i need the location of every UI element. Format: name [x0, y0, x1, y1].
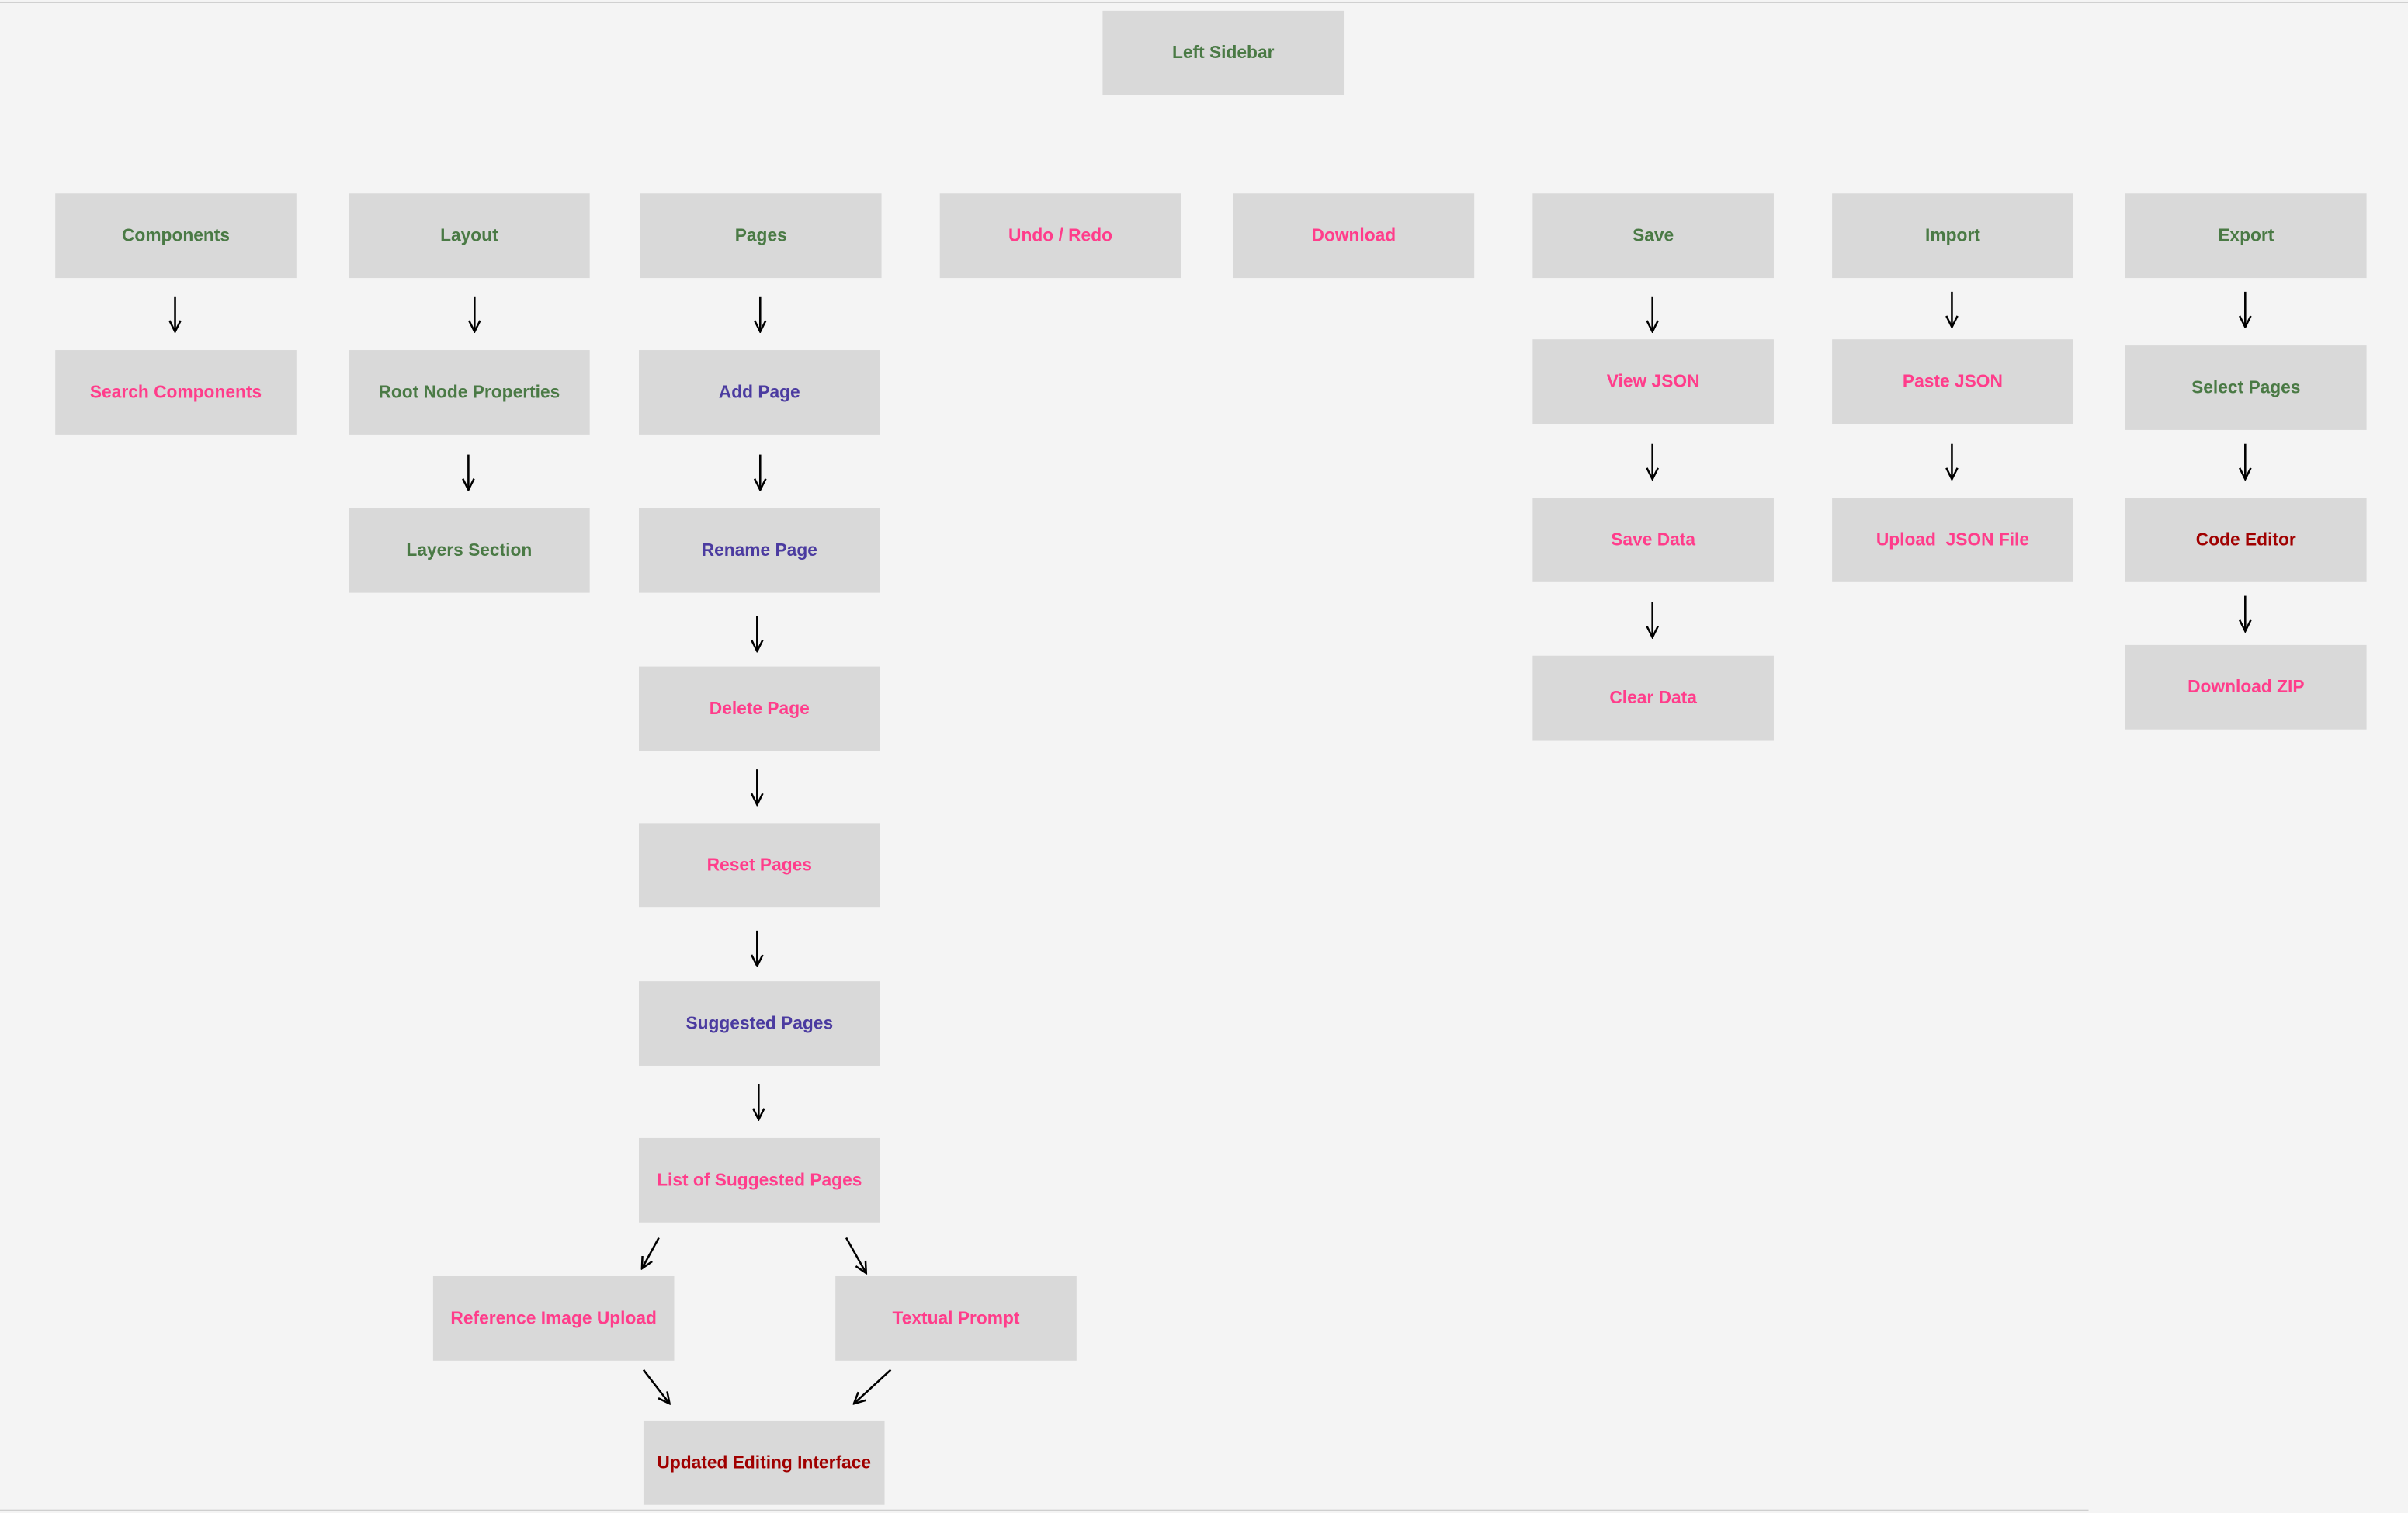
node-clear-data: Clear Data [1532, 655, 1774, 741]
bottom-divider [0, 1509, 2089, 1511]
node-search-components: Search Components [55, 350, 297, 435]
node-import: Import [1832, 193, 2073, 279]
node-download: Download [1233, 193, 1475, 279]
node-download-zip: Download ZIP [2125, 644, 2367, 730]
node-left-sidebar: Left Sidebar [1102, 10, 1345, 95]
node-undo-redo: Undo / Redo [939, 193, 1181, 279]
node-reference-image-upload: Reference Image Upload [432, 1275, 675, 1361]
node-add-page: Add Page [638, 350, 880, 435]
arrow-icon [642, 1369, 670, 1404]
node-reset-pages: Reset Pages [638, 823, 880, 908]
node-save: Save [1532, 193, 1774, 279]
top-divider [0, 1, 2408, 3]
node-layout: Layout [349, 193, 590, 279]
node-pages: Pages [640, 193, 882, 279]
node-suggested-pages: Suggested Pages [638, 981, 880, 1066]
node-layers-section: Layers Section [349, 508, 590, 593]
node-root-node-properties: Root Node Properties [349, 350, 590, 435]
node-updated-editing-interface: Updated Editing Interface [643, 1420, 885, 1505]
arrow-icon [642, 1237, 660, 1269]
node-paste-json: Paste JSON [1832, 339, 2073, 425]
node-view-json: View JSON [1532, 339, 1774, 425]
node-select-pages: Select Pages [2125, 345, 2367, 430]
node-upload-json-file: Upload JSON File [1832, 497, 2073, 582]
node-list-of-suggested-pages: List of Suggested Pages [638, 1137, 880, 1223]
node-rename-page: Rename Page [638, 508, 880, 593]
node-code-editor: Code Editor [2125, 497, 2367, 582]
node-components: Components [55, 193, 297, 279]
arrow-icon [845, 1237, 866, 1274]
node-save-data: Save Data [1532, 497, 1774, 582]
node-delete-page: Delete Page [638, 666, 880, 751]
arrow-icon [854, 1369, 892, 1404]
node-textual-prompt: Textual Prompt [835, 1275, 1077, 1361]
node-export: Export [2125, 193, 2367, 279]
